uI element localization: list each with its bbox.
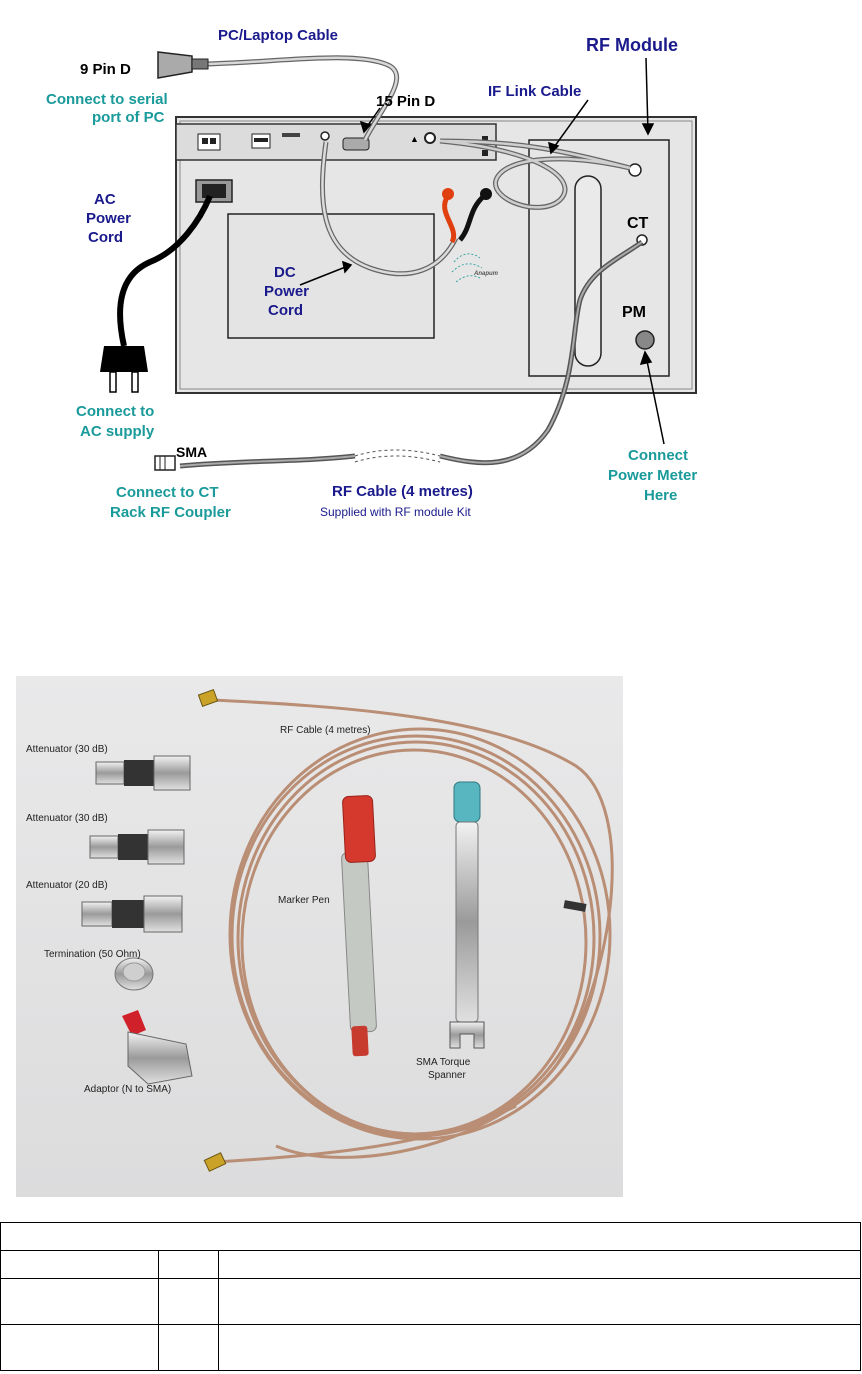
termination-label: Termination (50 Ohm) bbox=[44, 949, 141, 960]
table-cell bbox=[218, 1278, 861, 1325]
rf-kit-photo: RF Cable (4 metres) Attenuator (30 dB) A… bbox=[16, 676, 623, 1197]
serial-label-line1: Connect to serial bbox=[46, 91, 168, 108]
dc-cord-label-2: Power bbox=[264, 283, 309, 300]
sma-label: SMA bbox=[176, 444, 207, 460]
table-cell bbox=[218, 1324, 861, 1371]
kit-table bbox=[0, 1222, 861, 1371]
pm-port bbox=[635, 330, 655, 350]
chassis-inner bbox=[179, 120, 693, 390]
ac-supply-label-2: AC supply bbox=[80, 423, 155, 440]
table-header-cell bbox=[0, 1222, 861, 1251]
table-cell bbox=[158, 1250, 219, 1279]
sma-end-top bbox=[197, 688, 219, 708]
attenuator-3-label: Attenuator (20 dB) bbox=[26, 880, 108, 891]
table-cell bbox=[218, 1250, 861, 1279]
table-cell bbox=[0, 1278, 159, 1325]
torque-spanner bbox=[449, 781, 485, 1049]
dc-cord-label-3: Cord bbox=[268, 302, 303, 319]
if-link-label: IF Link Cable bbox=[488, 83, 581, 100]
table-row bbox=[0, 1250, 861, 1279]
power-meter-label-3: Here bbox=[644, 487, 677, 504]
table-cell bbox=[0, 1250, 159, 1279]
adaptor bbox=[122, 1010, 193, 1085]
nine-pin-label: 9 Pin D bbox=[80, 61, 131, 78]
table-row bbox=[0, 1324, 861, 1371]
termination bbox=[114, 957, 154, 991]
attenuator-2 bbox=[89, 829, 185, 865]
ac-cord-label-2: Power bbox=[86, 210, 131, 227]
marker-pen bbox=[341, 795, 377, 1057]
spanner-label-1: SMA Torque bbox=[416, 1057, 471, 1068]
ac-plug bbox=[100, 346, 148, 372]
attenuator-1-label: Attenuator (30 dB) bbox=[26, 744, 108, 755]
fifteen-pin-label: 15 Pin D bbox=[376, 93, 435, 110]
ac-cord-label-1: AC bbox=[94, 191, 116, 208]
svg-text:Anapum: Anapum bbox=[473, 271, 499, 277]
table-cell bbox=[158, 1324, 219, 1371]
marker-pen-label: Marker Pen bbox=[278, 895, 330, 906]
ct-coupler-label-2: Rack RF Coupler bbox=[110, 504, 231, 521]
ac-cord-label-3: Cord bbox=[88, 229, 123, 246]
power-meter-label-1: Connect bbox=[628, 447, 688, 464]
sma-end-bottom bbox=[203, 1152, 227, 1172]
svg-text:▲: ▲ bbox=[410, 134, 419, 144]
power-meter-label-2: Power Meter bbox=[608, 467, 697, 484]
if-port bbox=[628, 163, 642, 177]
spanner-label-2: Spanner bbox=[428, 1070, 466, 1081]
table-row bbox=[0, 1278, 861, 1325]
pm-label: PM bbox=[622, 304, 646, 321]
ac-power-cord bbox=[117, 194, 213, 347]
vendor-logo bbox=[451, 253, 483, 283]
fifteen-pin-connector bbox=[342, 137, 370, 151]
ct-coupler-label-1: Connect to CT bbox=[116, 484, 219, 501]
connection-diagram: ▲ Anapum bbox=[46, 27, 697, 521]
photo-rf-cable-label: RF Cable (4 metres) bbox=[280, 725, 371, 736]
attenuator-3 bbox=[81, 895, 183, 933]
pc-cable-label: PC/Laptop Cable bbox=[218, 27, 338, 44]
serial-label-line2: port of PC bbox=[92, 109, 165, 126]
rf-cable-label: RF Cable (4 metres) bbox=[332, 483, 473, 500]
adaptor-label: Adaptor (N to SMA) bbox=[84, 1084, 171, 1095]
supplied-label: Supplied with RF module Kit bbox=[320, 505, 471, 519]
nine-pin-plug bbox=[157, 51, 193, 79]
cable-tie bbox=[563, 900, 587, 912]
table-header-row bbox=[0, 1222, 861, 1251]
attenuator-1 bbox=[95, 755, 191, 791]
dc-cord-label-1: DC bbox=[274, 264, 296, 281]
table-cell bbox=[0, 1324, 159, 1371]
ct-label: CT bbox=[627, 215, 649, 232]
rf-cable-coil bbox=[211, 698, 614, 1164]
table-cell bbox=[158, 1278, 219, 1325]
ac-supply-label-1: Connect to bbox=[76, 403, 154, 420]
rf-module-label: RF Module bbox=[586, 35, 678, 55]
attenuator-2-label: Attenuator (30 dB) bbox=[26, 813, 108, 824]
